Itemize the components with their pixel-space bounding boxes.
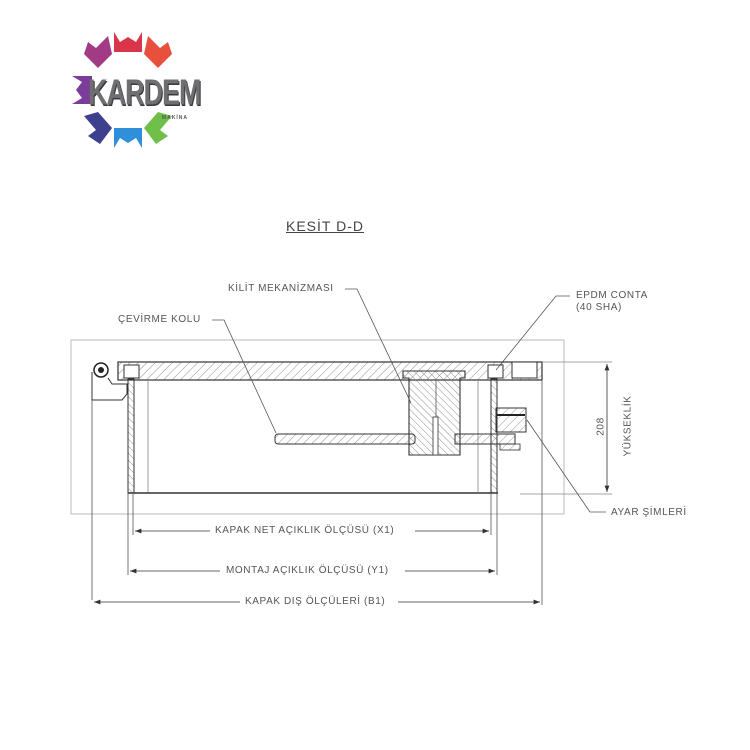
height-value: 208 bbox=[595, 417, 607, 436]
section-title: KESİT D-D bbox=[286, 218, 364, 234]
gear-logo-icon bbox=[72, 32, 172, 148]
dim-b1-label: KAPAK DIŞ ÖLÇÜLERİ (B1) bbox=[245, 596, 386, 607]
dim-y1-label: MONTAJ AÇIKLIK ÖLÇÜSÜ (Y1) bbox=[226, 565, 389, 576]
height-label: YÜKSEKLİK bbox=[622, 395, 634, 457]
callout-lock-mechanism: KİLİT MEKANİZMASI bbox=[228, 283, 334, 294]
callout-gasket-line1: EPDM CONTA bbox=[576, 290, 648, 301]
callout-turn-handle: ÇEVİRME KOLU bbox=[118, 314, 201, 325]
dim-x1-label: KAPAK NET AÇIKLIK ÖLÇÜSÜ (X1) bbox=[215, 525, 395, 536]
logo-sub-text: MAKİNA bbox=[162, 115, 188, 121]
callout-adjustment-shims: AYAR ŞİMLERİ bbox=[611, 507, 687, 518]
kardem-logo: KARDEM MAKİNA bbox=[58, 28, 201, 153]
callout-gasket-line2: (40 SHA) bbox=[576, 302, 622, 313]
logo-brand-text: KARDEM bbox=[88, 72, 201, 113]
